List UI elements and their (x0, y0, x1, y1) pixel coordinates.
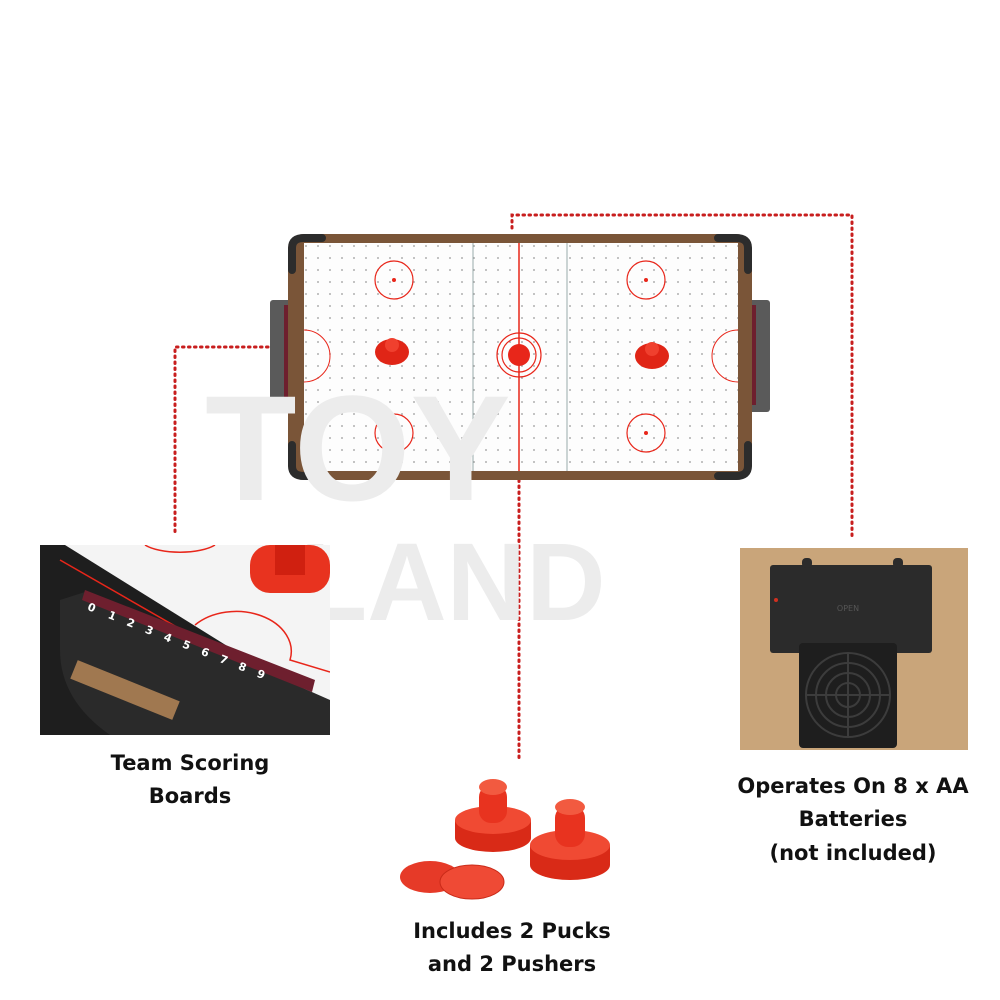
score-number: 8 (236, 660, 248, 675)
pusher (455, 779, 531, 852)
score-number: 2 (125, 616, 137, 631)
caption-batteries-line2: Batteries (799, 807, 908, 831)
caption-batteries-line3: (not included) (770, 841, 937, 865)
caption-pucks-line2: and 2 Pushers (428, 952, 596, 976)
score-number: 3 (143, 623, 155, 638)
fan-grille-icon (799, 643, 897, 748)
caption-batteries-line1: Operates On 8 x AA (737, 774, 969, 798)
score-number: 9 (255, 667, 267, 682)
watermark-line1: TOY (205, 364, 511, 532)
callout-line-batteries (510, 213, 854, 542)
watermark: TOY LAND (205, 364, 606, 644)
pusher-right (635, 342, 669, 369)
watermark-line2: LAND (300, 521, 606, 644)
score-number: 1 (106, 608, 118, 623)
score-number: 7 (218, 652, 230, 667)
battery-box-inset: OPEN (740, 548, 968, 750)
caption-pucks-line1: Includes 2 Pucks (413, 919, 611, 943)
pucks-and-pushers (400, 779, 610, 900)
center-puck (508, 344, 530, 366)
battery-box-open-label: OPEN (837, 604, 859, 613)
scoreboard-inset: 0 1 2 3 4 5 6 7 8 9 (40, 545, 330, 735)
pusher (530, 799, 610, 880)
caption-scoring-line2: Boards (149, 784, 232, 808)
air-hockey-table (270, 234, 770, 480)
score-number: 5 (181, 638, 193, 653)
caption-scoring-line1: Team Scoring (111, 751, 270, 775)
puck (439, 864, 505, 900)
callout-line-scoring (173, 345, 282, 534)
pusher-left (375, 338, 409, 365)
